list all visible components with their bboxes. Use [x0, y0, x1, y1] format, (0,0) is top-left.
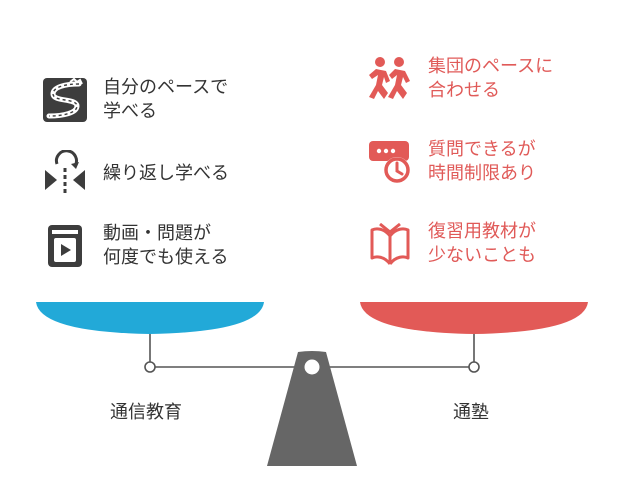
right-item-text: 集団のペースに 合わせる — [428, 56, 554, 101]
group-running-icon — [369, 57, 410, 99]
replay-icon — [45, 150, 85, 194]
right-item-2: 復習用教材が 少ないことも — [366, 220, 536, 268]
video-book-icon — [48, 225, 82, 267]
left-label: 通信教育 — [110, 402, 182, 423]
left-item-2: 動画・問題が 何度でも使える — [41, 222, 228, 270]
right-item-0: 集団のペースに 合わせる — [366, 55, 553, 103]
left-item-text: 繰り返し学べる — [103, 163, 229, 184]
left-item-text: 自分のペースで 学べる — [103, 77, 229, 122]
fulcrum — [267, 351, 357, 466]
right-pan — [360, 302, 588, 334]
left-pivot — [144, 361, 156, 373]
open-book-icon — [370, 222, 410, 265]
timer-chat-icon — [369, 141, 410, 183]
left-item-text: 動画・問題が 何度でも使える — [103, 223, 229, 268]
left-pan — [36, 302, 264, 334]
road-icon — [43, 77, 87, 122]
right-item-text: 質問できるが 時間制限あり — [428, 139, 536, 184]
right-label: 通塾 — [453, 402, 489, 423]
left-item-0: 自分のペースで 学べる — [41, 76, 228, 124]
fulcrum-pin — [303, 358, 321, 376]
right-pivot — [468, 361, 480, 373]
left-item-1: 繰り返し学べる — [41, 150, 229, 198]
right-item-1: 質問できるが 時間制限あり — [366, 138, 536, 186]
right-item-text: 復習用教材が 少ないことも — [428, 221, 536, 266]
